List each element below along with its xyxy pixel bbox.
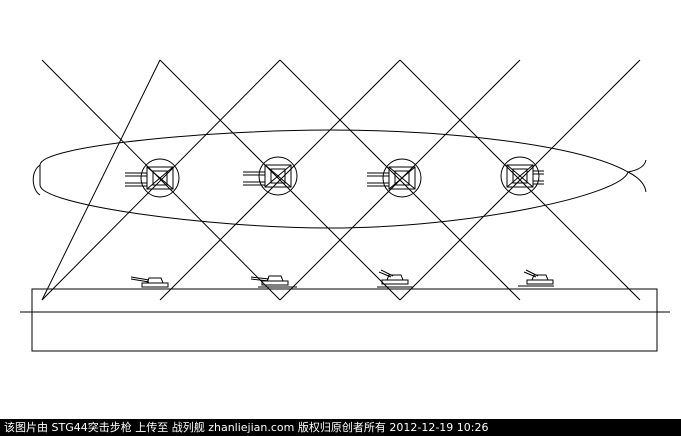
side-gun-4 (518, 270, 554, 286)
turret-2-top (243, 157, 297, 195)
hull-bow-tip (628, 160, 646, 192)
footer-caption: 该图片由 STG44突击步枪 上传至 战列舰 zhanliejian.com 版… (0, 419, 681, 436)
side-gun-2 (251, 276, 297, 287)
side-gun-3 (377, 270, 413, 287)
ship-turret-arc-diagram (0, 0, 681, 419)
side-gun-1 (131, 277, 175, 289)
turret-3-top (367, 159, 421, 197)
turret-1-top (125, 159, 179, 197)
hull-side-view (32, 289, 657, 351)
turret-4-top (501, 157, 544, 195)
hull-stern-curve (33, 165, 40, 195)
firing-arc-lines (42, 60, 640, 300)
